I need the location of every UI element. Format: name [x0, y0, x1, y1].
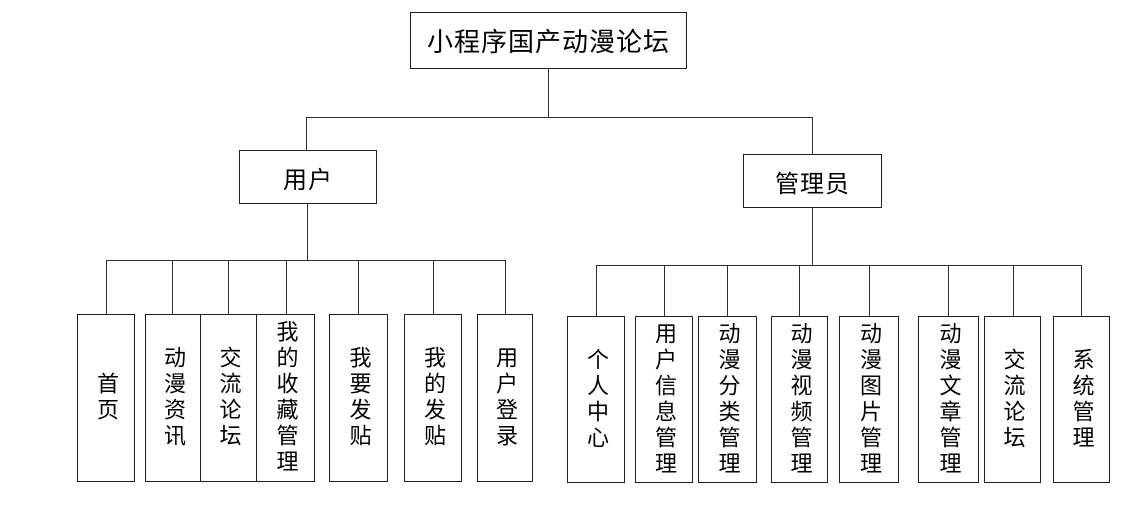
node-label: 动漫分类管理 [715, 321, 741, 478]
node-user-info-management: 用户信息管理 [635, 316, 693, 483]
node-my-posts: 我的发贴 [404, 314, 462, 482]
connector-drop-leaf [596, 265, 597, 316]
connector-drop-leaf [433, 260, 434, 314]
node-anime-video-management: 动漫视频管理 [771, 316, 828, 483]
connector-admin-bus [596, 265, 1082, 266]
node-label: 用户信息管理 [652, 321, 677, 478]
connector-drop-leaf [948, 265, 949, 316]
node-label: 我要发贴 [346, 346, 372, 450]
node-label: 系统管理 [1069, 347, 1095, 452]
connector-drop-leaf [358, 260, 359, 314]
node-anime-image-management: 动漫图片管理 [839, 316, 899, 483]
node-label: 个人中心 [584, 347, 609, 452]
node-home: 首页 [77, 314, 135, 482]
node-user: 用户 [239, 150, 377, 204]
connector-drop-leaf [505, 260, 506, 314]
node-admin: 管理员 [743, 154, 882, 208]
connector-drop-leaf [286, 260, 287, 314]
node-root-title: 小程序国产动漫论坛 [410, 12, 687, 69]
node-label: 用户 [283, 167, 333, 194]
connector-drop-leaf [727, 265, 728, 316]
connector-drop-leaf [172, 260, 173, 314]
node-system-management: 系统管理 [1053, 316, 1110, 483]
connector-drop-leaf [1013, 265, 1014, 316]
connector-drop-leaf [869, 265, 870, 316]
node-label: 用户登录 [493, 346, 518, 450]
node-exchange-forum: 交流论坛 [200, 314, 257, 482]
node-anime-news: 动漫资讯 [145, 314, 201, 482]
node-label: 小程序国产动漫论坛 [426, 28, 670, 57]
node-label: 动漫资讯 [161, 346, 186, 450]
connector-drop-user [306, 117, 307, 150]
node-label: 动漫文章管理 [936, 321, 962, 478]
connector-drop-leaf [664, 265, 665, 316]
connector-drop-leaf [106, 260, 107, 314]
node-anime-category-management: 动漫分类管理 [698, 316, 757, 483]
node-create-post: 我要发贴 [329, 314, 388, 482]
connector-drop-admin [812, 117, 813, 154]
node-user-login: 用户登录 [477, 314, 533, 482]
node-label: 管理员 [775, 171, 850, 198]
connector-drop-leaf [799, 265, 800, 316]
connector-drop-leaf [1081, 265, 1082, 316]
node-exchange-forum-admin: 交流论坛 [984, 316, 1041, 483]
node-label: 我的收藏管理 [273, 320, 299, 476]
connector-top-bus [306, 117, 813, 118]
connector-user-stub [307, 204, 308, 260]
connector-drop-leaf [228, 260, 229, 314]
node-label: 交流论坛 [1000, 347, 1026, 452]
node-label: 首页 [94, 372, 119, 424]
connector-root-stub [548, 69, 549, 117]
node-personal-center: 个人中心 [567, 316, 625, 483]
node-label: 交流论坛 [216, 346, 242, 450]
connector-admin-stub [812, 208, 813, 265]
node-label: 动漫图片管理 [857, 321, 882, 478]
node-anime-article-management: 动漫文章管理 [918, 316, 979, 483]
node-label: 我的发贴 [421, 346, 446, 450]
connector-user-bus [106, 260, 506, 261]
node-label: 动漫视频管理 [787, 321, 813, 478]
node-my-favorites-management: 我的收藏管理 [256, 314, 315, 482]
